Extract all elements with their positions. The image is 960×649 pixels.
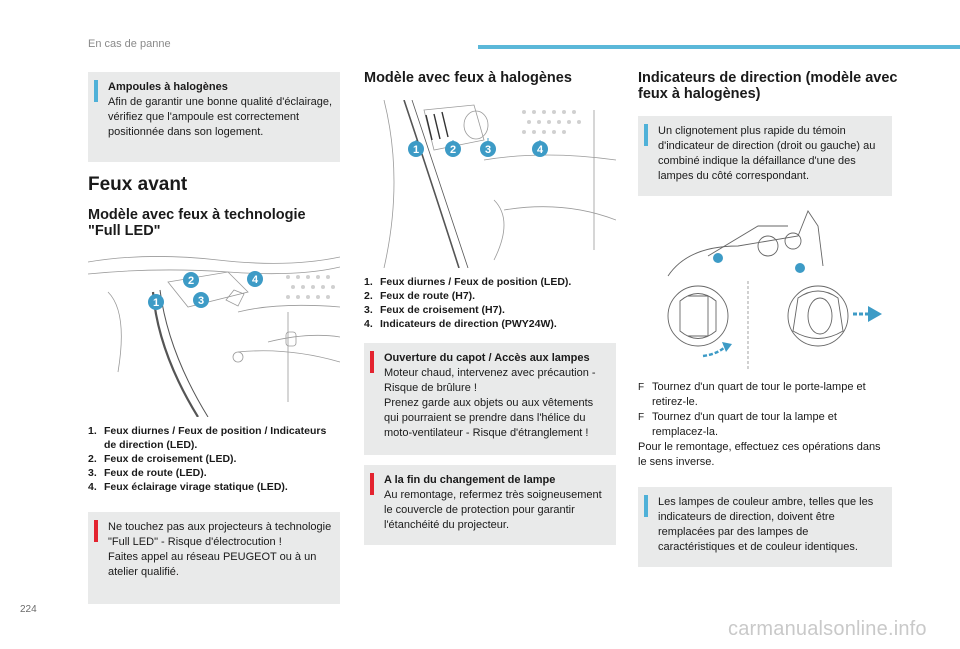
step-text: Tournez d'un quart de tour la lampe et r… [652,411,837,438]
item-number: 1. [88,425,97,437]
item-number: 1. [364,276,373,288]
page-number: 224 [20,604,37,615]
callout-group-full-led: 1 2 3 4 [148,271,263,310]
halogen-legend-list: 1. Feux diurnes / Feux de position (LED).… [364,275,616,331]
callout-4-label: 4 [252,274,259,286]
item-text: Feux diurnes / Feux de position / Indica… [104,425,327,451]
halogen-headlamp-illustration: 1 2 3 4 [364,100,616,268]
arrow-head-icon [868,306,882,322]
list-item: 3. Feux de route (LED). [88,466,338,480]
callout-2 [183,272,199,288]
halogen-bulbs-info-box: Ampoules à halogènes Afin de garantir un… [88,72,340,162]
item-text: Feux de croisement (LED). [104,453,237,465]
warning-marker-icon [94,520,98,542]
callout-4 [247,271,263,287]
callout-1-label: 1 [413,144,419,156]
step-item: F Tournez d'un quart de tour le porte-la… [638,380,892,410]
full-led-headlamp-illustration: 1 2 3 4 [88,252,340,417]
info-box-body: Un clignotement plus rapide du témoin d'… [658,125,876,182]
bulb-position-marker [795,263,805,273]
bulb-position-marker [713,253,723,263]
callout-3 [480,141,496,157]
callout-4 [532,141,548,157]
callout-3 [193,292,209,308]
watermark-text: carmanualsonline.info [728,618,927,640]
item-number: 4. [364,318,373,330]
item-number: 4. [88,481,97,493]
item-text: Feux de route (LED). [104,467,207,479]
item-text: Feux de route (H7). [380,290,476,302]
item-text: Feux diurnes / Feux de position (LED). [380,276,572,288]
item-text: Feux de croisement (H7). [380,304,505,316]
list-item: 4. Feux éclairage virage statique (LED). [88,480,338,494]
warning-box-title: A la fin du changement de lampe [384,474,556,486]
info-marker-icon [644,124,648,146]
callout-2 [445,141,461,157]
blinking-info-box: Un clignotement plus rapide du témoin d'… [638,116,892,196]
reassembly-warning-box: A la fin du changement de lampe Au remon… [364,465,616,545]
list-item: 1. Feux diurnes / Feux de position (LED). [364,275,616,289]
bulb-holder-removal-illustration [648,206,892,374]
info-box-title: Ampoules à halogènes [108,81,228,93]
full-led-subheading: Modèle avec feux à technologie "Full LED… [88,207,306,239]
callout-3-label: 3 [485,144,491,156]
section-heading: Feux avant [88,174,188,195]
item-text: Indicateurs de direction (PWY24W). [380,318,557,330]
list-item: 1. Feux diurnes / Feux de position / Indi… [88,424,338,452]
callout-1 [148,294,164,310]
list-item: 2. Feux de croisement (LED). [88,452,338,466]
warning-box-title: Ouverture du capot / Accès aux lampes [384,352,590,364]
bulb-holder-drawing [667,210,882,371]
info-marker-icon [94,80,98,102]
halogen-headlamp-drawing: 1 2 3 4 [383,100,616,268]
list-item: 4. Indicateurs de direction (PWY24W). [364,317,616,331]
step-bullet-icon: F [638,382,645,393]
amber-bulbs-info-box: Les lampes de couleur ambre, telles que … [638,487,892,567]
warning-box-body: Au remontage, refermez très soigneusemen… [384,489,602,531]
callout-2-label: 2 [450,144,456,156]
warning-marker-icon [370,351,374,373]
warning-marker-icon [370,473,374,495]
callout-3-label: 3 [198,295,204,307]
hood-opening-warning-box: Ouverture du capot / Accès aux lampes Mo… [364,343,616,455]
rotate-arrow-icon [702,345,727,358]
item-number: 2. [88,453,97,465]
item-number: 3. [364,304,373,316]
arrow-head-icon [722,342,732,352]
warning-box-body: Moteur chaud, intervenez avec précaution… [384,367,596,439]
step-text: Tournez d'un quart de tour le porte-lamp… [652,381,866,408]
callout-4-label: 4 [537,144,544,156]
full-led-legend-list: 1. Feux diurnes / Feux de position / Indi… [88,424,338,494]
callout-2-label: 2 [188,275,194,287]
info-box-body: Les lampes de couleur ambre, telles que … [658,496,874,553]
callout-group-halogen: 1 2 3 4 [408,141,548,157]
callout-1 [408,141,424,157]
section-label: En cas de panne [88,38,171,50]
reassembly-note: Pour le remontage, effectuez ces opérati… [638,441,881,468]
step-item: F Tournez d'un quart de tour la lampe et… [638,410,892,440]
item-number: 2. [364,290,373,302]
list-item: 3. Feux de croisement (H7). [364,303,616,317]
turn-signals-heading: Indicateurs de direction (modèle avec fe… [638,70,898,102]
electrocution-warning-box: Ne touchez pas aux projecteurs à technol… [88,512,340,604]
item-number: 3. [88,467,97,479]
warning-box-body: Ne touchez pas aux projecteurs à technol… [108,521,332,578]
step-bullet-icon: F [638,412,645,423]
info-box-body: Afin de garantir une bonne qualité d'écl… [108,96,333,138]
callout-1-label: 1 [153,297,159,309]
replacement-steps: F Tournez d'un quart de tour le porte-la… [638,380,892,470]
full-led-headlamp-drawing: 1 2 3 4 [88,256,340,417]
info-marker-icon [644,495,648,517]
item-text: Feux éclairage virage statique (LED). [104,481,288,493]
header-accent-bar [478,45,960,49]
list-item: 2. Feux de route (H7). [364,289,616,303]
halogen-model-heading: Modèle avec feux à halogènes [364,70,572,86]
